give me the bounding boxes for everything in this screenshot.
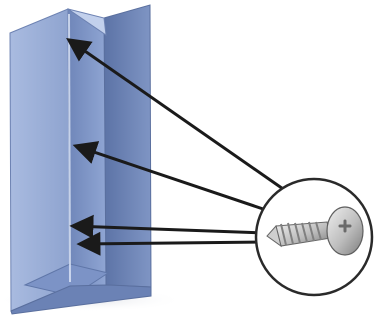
- arrow-bottom: [80, 242, 265, 244]
- screw-callout: [256, 179, 372, 295]
- channel-post: [10, 5, 151, 314]
